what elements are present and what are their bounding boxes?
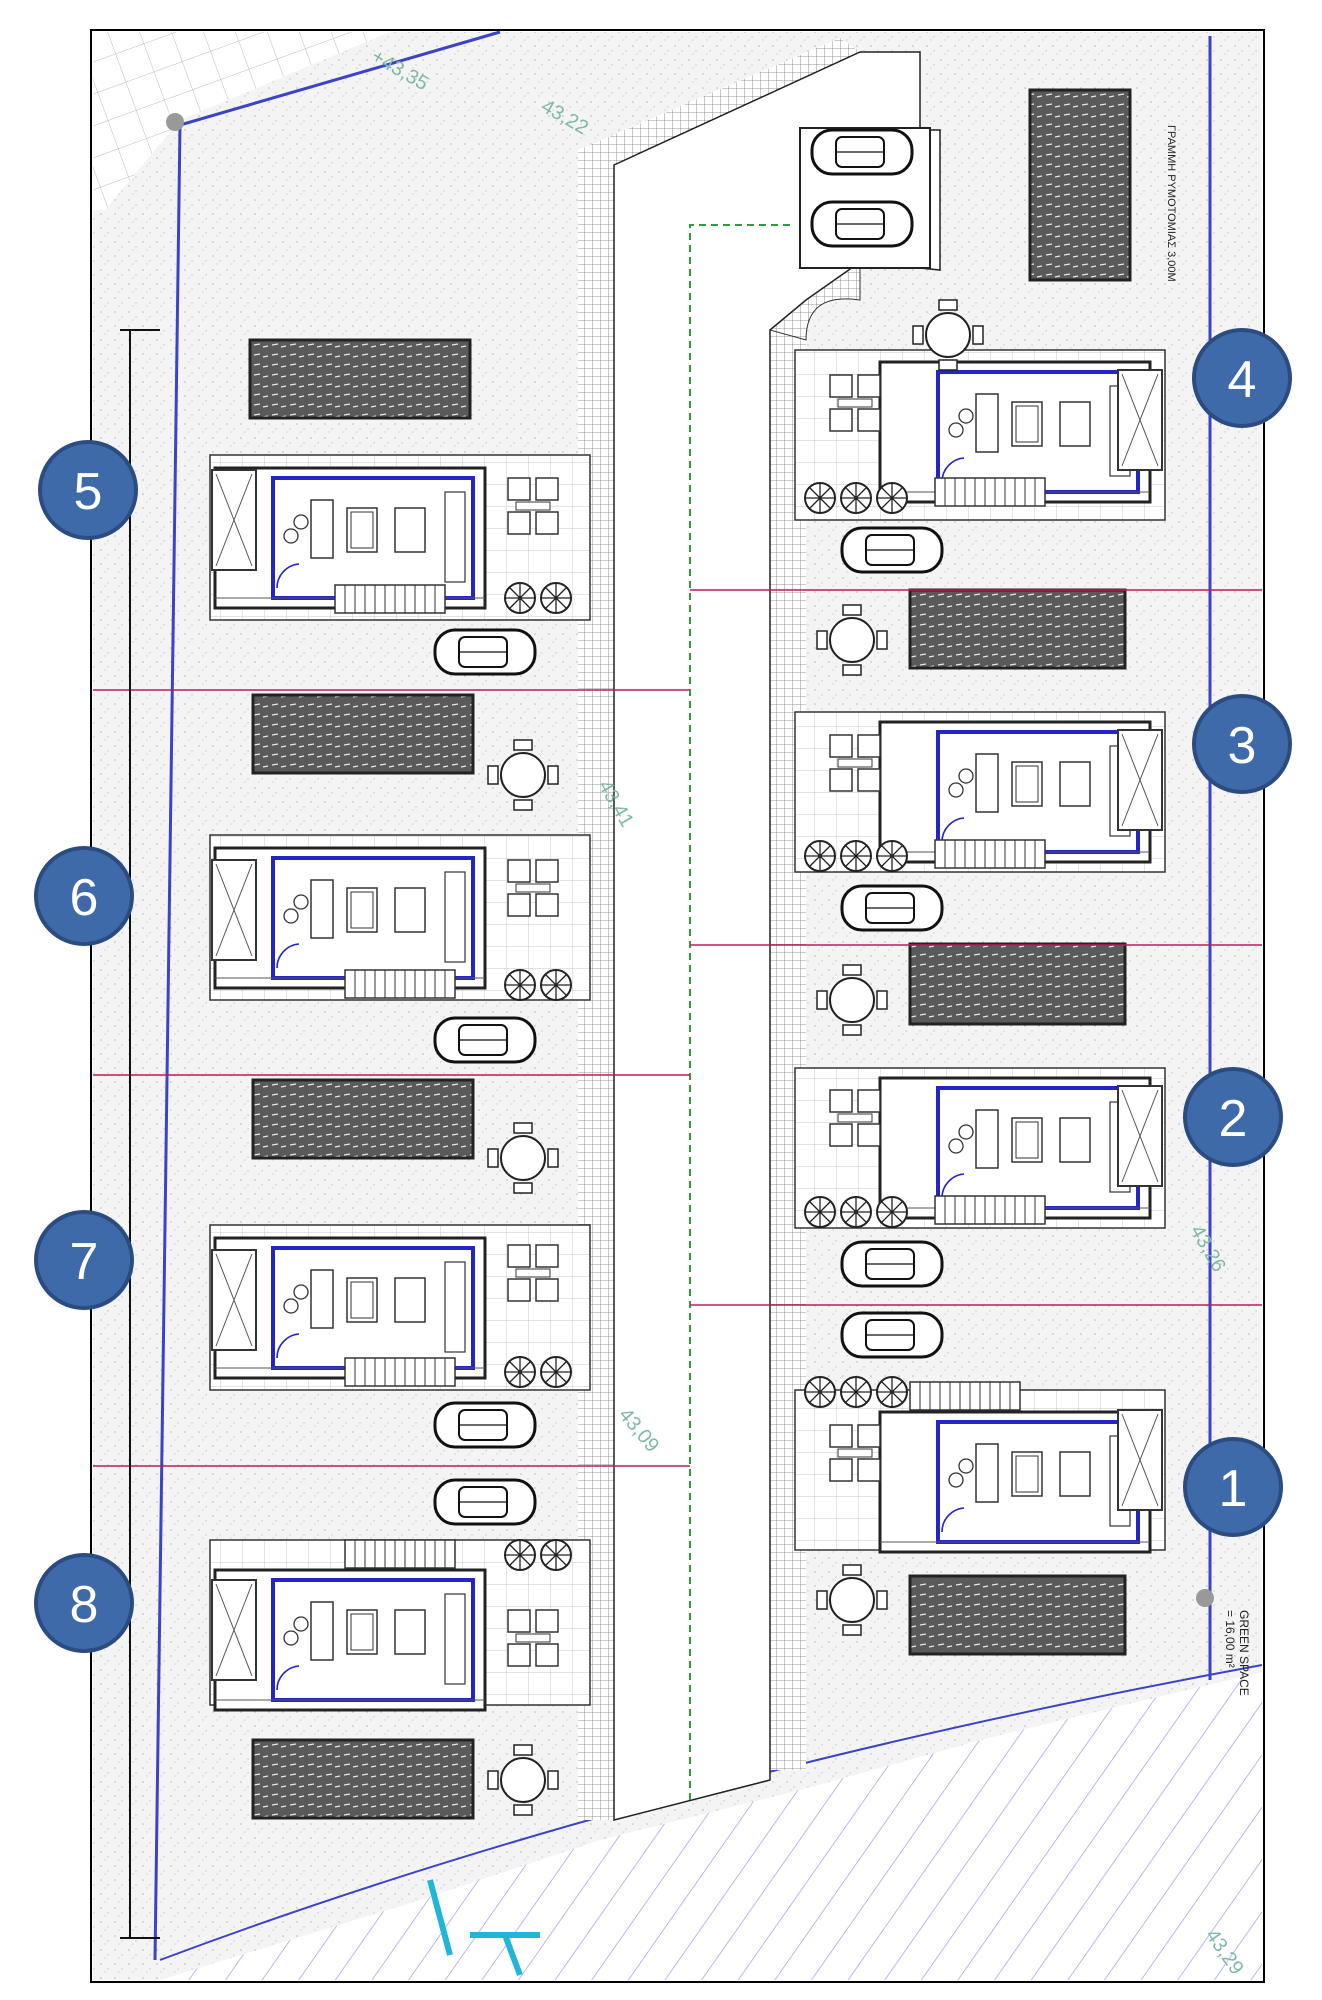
diag-strip <box>578 38 860 165</box>
car <box>840 526 944 574</box>
car <box>433 628 537 676</box>
svg-text:2: 2 <box>1219 1090 1248 1148</box>
car <box>810 200 914 248</box>
svg-text:3: 3 <box>1228 717 1257 775</box>
plot-dividers <box>93 589 1262 1467</box>
unit-3 <box>794 711 1166 873</box>
unit-badge-1: 1 <box>1183 1437 1283 1537</box>
car <box>840 1240 944 1288</box>
paving-area <box>93 32 390 210</box>
unit-7 <box>209 1224 591 1391</box>
pool <box>251 1078 475 1160</box>
unit-badge-6: 6 <box>34 846 134 946</box>
car <box>433 1401 537 1449</box>
pool <box>248 338 472 420</box>
survey-point <box>166 113 184 131</box>
svg-text:1: 1 <box>1219 1460 1248 1518</box>
car <box>840 884 944 932</box>
car <box>840 1311 944 1359</box>
pool <box>908 1574 1127 1656</box>
walkway-right <box>770 320 806 1770</box>
pool <box>251 1738 475 1820</box>
green-space-area: = 16,00 m² <box>1223 1610 1237 1668</box>
pool <box>1028 88 1132 282</box>
car <box>433 1478 537 1526</box>
svg-text:5: 5 <box>74 463 103 521</box>
pool <box>251 693 475 775</box>
unit-badge-7: 7 <box>34 1210 134 1310</box>
pool <box>908 942 1127 1026</box>
car <box>433 1016 537 1064</box>
unit-badge-3: 3 <box>1192 694 1292 794</box>
unit-badge-8: 8 <box>34 1553 134 1653</box>
north-arrow <box>427 1879 540 1977</box>
unit-1 <box>794 1376 1166 1554</box>
north-label: ΓΡΑΜΜΗ ΡΥΜΟΤΟΜΙΑΣ 3,00Μ <box>1165 125 1177 282</box>
unit-badge-4: 4 <box>1192 328 1292 428</box>
svg-text:7: 7 <box>70 1233 99 1291</box>
svg-text:8: 8 <box>70 1576 99 1634</box>
unit-badge-5: 5 <box>38 440 138 540</box>
unit-6 <box>209 834 591 1001</box>
unit-badge-2: 2 <box>1183 1067 1283 1167</box>
unit-8 <box>209 1539 591 1712</box>
green-dashed-line <box>689 224 790 1800</box>
unit-5 <box>209 454 591 621</box>
survey-point <box>1196 1589 1214 1607</box>
svg-text:6: 6 <box>70 869 99 927</box>
green-space-label: GREEN SPACE <box>1237 1610 1251 1696</box>
pool <box>908 588 1127 670</box>
unit-4 <box>794 349 1166 521</box>
svg-text:4: 4 <box>1228 351 1257 409</box>
unit-2 <box>794 1067 1166 1229</box>
car <box>810 128 914 176</box>
